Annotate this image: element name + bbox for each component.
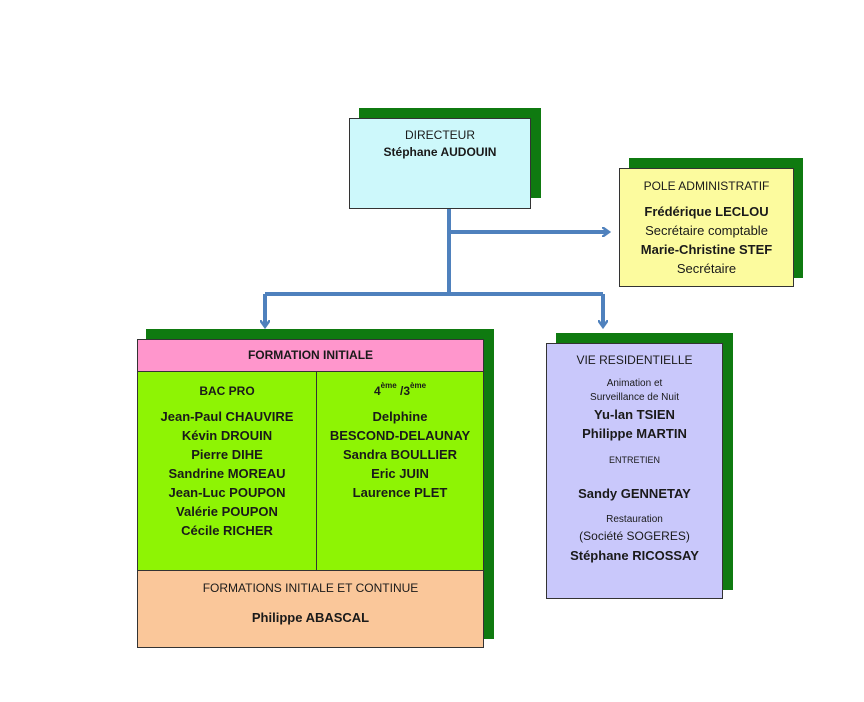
- bac-pro-member: Pierre DIHE: [191, 447, 263, 462]
- bac-pro-member: Jean-Luc POUPON: [168, 485, 286, 500]
- animation-member: Philippe MARTIN: [582, 426, 687, 441]
- quatrieme-troisieme-member: Sandra BOULLIER: [342, 447, 458, 462]
- bac-pro-box: BAC PRO Jean-Paul CHAUVIRE Kévin DROUIN …: [137, 371, 317, 571]
- entretien-member: Sandy GENNETAY: [578, 486, 691, 501]
- restauration-member: Stéphane RICOSSAY: [570, 548, 699, 563]
- quatrieme-troisieme-box: 4ème /3ème Delphine BESCOND-DELAUNAY San…: [316, 371, 484, 571]
- pole-title: POLE ADMINISTRATIF: [643, 179, 770, 193]
- quatrieme-troisieme-member: Laurence PLET: [352, 485, 448, 500]
- pole-staff-role: Secrétaire: [676, 261, 737, 276]
- bac-pro-member: Valérie POUPON: [176, 504, 278, 519]
- formation-initiale-header: FORMATION INITIALE: [137, 339, 484, 372]
- animation-title-line1: Animation et: [606, 378, 663, 389]
- directeur-name: Stéphane AUDOUIN: [383, 145, 497, 159]
- bac-pro-member: Sandrine MOREAU: [168, 466, 286, 481]
- vie-residentielle-title: VIE RESIDENTIELLE: [576, 353, 693, 367]
- quatrieme-troisieme-title: 4ème /3ème: [373, 381, 427, 398]
- quatrieme-troisieme-member: BESCOND-DELAUNAY: [329, 428, 471, 443]
- vie-residentielle-box: VIE RESIDENTIELLE Animation et Surveilla…: [546, 343, 723, 599]
- formation-initiale-title: FORMATION INITIALE: [247, 348, 374, 362]
- bac-pro-title: BAC PRO: [199, 384, 255, 398]
- restauration-title: Restauration: [606, 514, 663, 525]
- animation-title-line2: Surveillance de Nuit: [590, 392, 679, 403]
- quatrieme-troisieme-member: Eric JUIN: [371, 466, 429, 481]
- directeur-title: DIRECTEUR: [404, 128, 475, 142]
- bac-pro-member: Cécile RICHER: [181, 523, 273, 538]
- directeur-box: DIRECTEUR Stéphane AUDOUIN: [349, 118, 531, 209]
- bac-pro-member: Jean-Paul CHAUVIRE: [160, 409, 294, 424]
- formations-initiale-continue-box: FORMATIONS INITIALE ET CONTINUE Philippe…: [137, 570, 484, 648]
- animation-member: Yu-lan TSIEN: [594, 407, 675, 422]
- restauration-company: (Société SOGERES): [579, 529, 690, 543]
- pole-staff-name: Marie-Christine STEF: [640, 242, 773, 257]
- pole-staff-name: Frédérique LECLOU: [644, 204, 769, 219]
- pole-administratif-box: POLE ADMINISTRATIF Frédérique LECLOU Sec…: [619, 168, 794, 287]
- formations-initiale-continue-title: FORMATIONS INITIALE ET CONTINUE: [202, 581, 419, 595]
- pole-staff-role: Secrétaire comptable: [645, 223, 768, 238]
- quatrieme-troisieme-member: Delphine: [372, 409, 428, 424]
- bac-pro-member: Kévin DROUIN: [181, 428, 273, 443]
- formations-initiale-continue-name: Philippe ABASCAL: [251, 610, 370, 625]
- entretien-title: entretien: [608, 455, 660, 465]
